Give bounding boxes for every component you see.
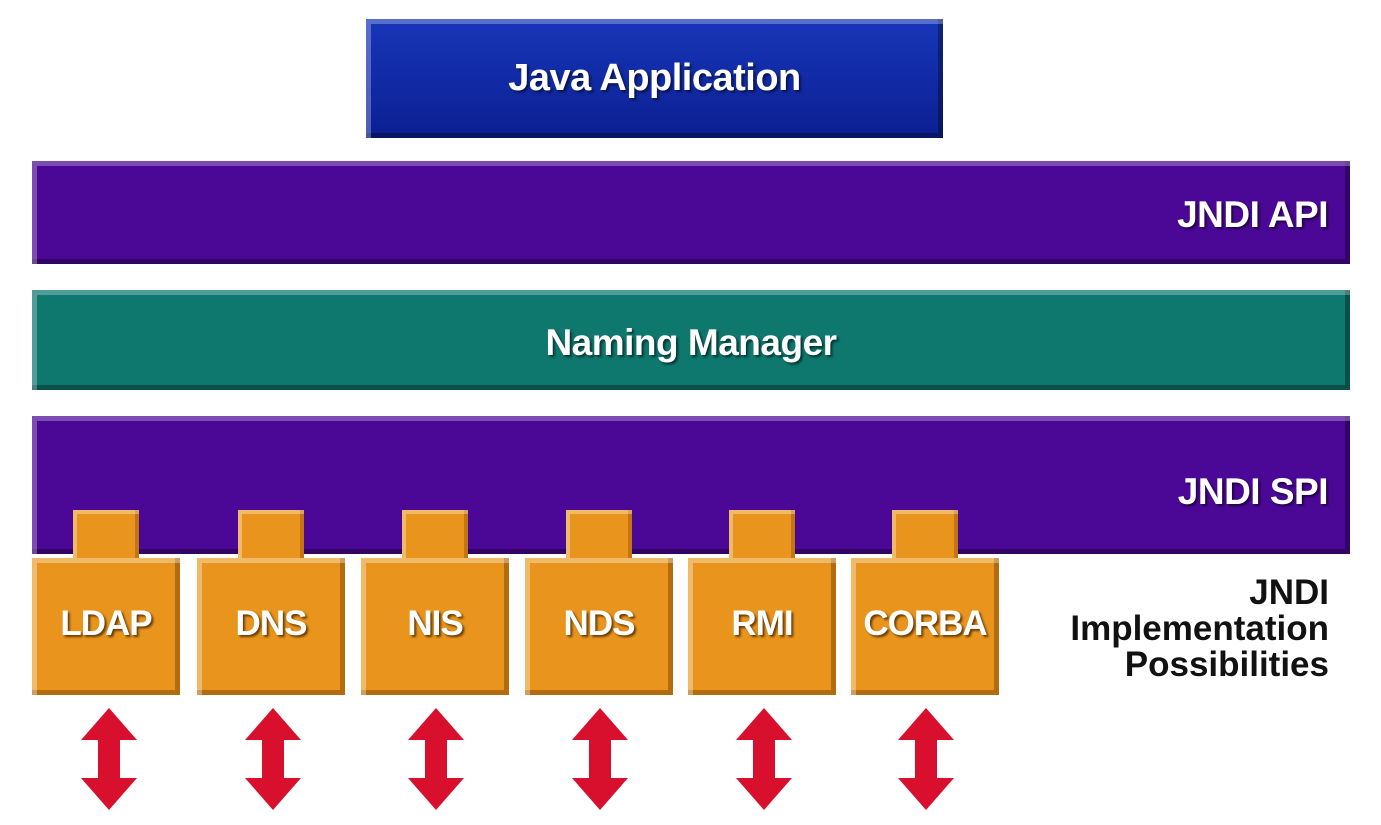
plugin-body bbox=[688, 558, 836, 695]
bidirectional-arrow-icon bbox=[572, 708, 628, 810]
naming-manager-label: Naming Manager bbox=[545, 322, 837, 363]
plugin-body bbox=[851, 558, 999, 695]
bidirectional-arrow-icon bbox=[81, 708, 137, 810]
jndi-spi-label: JNDI SPI bbox=[1177, 471, 1329, 512]
plugin-label: LDAP bbox=[60, 604, 152, 643]
plugin-body bbox=[197, 558, 345, 695]
plugin-label: CORBA bbox=[863, 604, 987, 643]
plugin-nis: NIS bbox=[361, 510, 509, 695]
bidirectional-arrow-icon bbox=[736, 708, 792, 810]
java-application-layer: Java Application bbox=[366, 19, 943, 138]
plugin-label: NIS bbox=[407, 604, 463, 643]
plugin-body bbox=[525, 558, 673, 695]
bidirectional-arrow-icon bbox=[408, 708, 464, 810]
plugin-dns: DNS bbox=[197, 510, 345, 695]
bidirectional-arrow-icon bbox=[245, 708, 301, 810]
plugin-body bbox=[361, 558, 509, 695]
jndi-api-layer: JNDI API bbox=[32, 161, 1350, 264]
impl-label-line: JNDI bbox=[1249, 573, 1329, 612]
naming-manager-layer: Naming Manager bbox=[32, 290, 1350, 390]
impl-label-line: Implementation bbox=[1070, 609, 1329, 648]
java-application-label: Java Application bbox=[508, 57, 801, 99]
implementation-possibilities-label: JNDI Implementation Possibilities bbox=[1070, 575, 1329, 683]
plugin-nds: NDS bbox=[525, 510, 673, 695]
plugin-label: DNS bbox=[235, 604, 308, 643]
bidirectional-arrow-icon bbox=[898, 708, 954, 810]
plugin-ldap: LDAP bbox=[32, 510, 180, 695]
plugin-body bbox=[32, 558, 180, 695]
plugin-label: RMI bbox=[731, 604, 793, 643]
impl-label-line: Possibilities bbox=[1124, 645, 1329, 684]
plugin-rmi: RMI bbox=[688, 510, 836, 695]
plugin-label: NDS bbox=[563, 604, 636, 643]
jndi-api-label: JNDI API bbox=[1177, 194, 1328, 235]
plugin-corba: CORBA bbox=[851, 510, 999, 695]
